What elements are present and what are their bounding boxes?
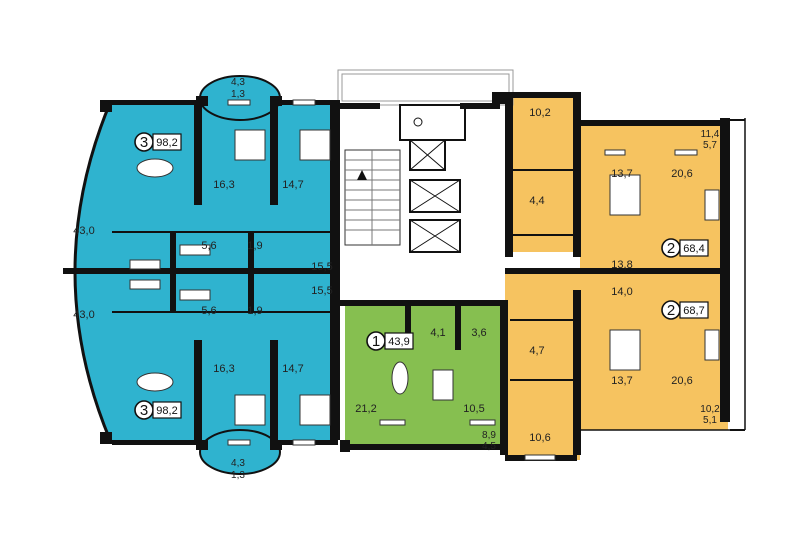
furniture [129, 129, 720, 426]
room-area-label: 4,4 [529, 195, 544, 207]
room-area-label: 14,7 [282, 179, 303, 191]
room-area-label: 10,5 [463, 403, 484, 415]
room-area-label: 13,7 [611, 375, 632, 387]
apartment-area: 98,2 [156, 405, 177, 417]
room-area-label: 21,2 [355, 403, 376, 415]
room-area-labels: 4,3 1,3 43,0 16,3 14,7 5,6 1,9 15,5 15,5… [73, 77, 720, 481]
room-area-label: 20,6 [671, 168, 692, 180]
room-area-label: 1,3 [231, 470, 245, 481]
room-area-label: 1,9 [247, 240, 262, 252]
apartment-number: 1 [372, 333, 380, 350]
apartment-badge-bottom-left: 3 98,2 [134, 400, 182, 420]
room-area-label: 5,6 [201, 305, 216, 317]
apartment-badge-orange-top: 2 68,4 [661, 238, 709, 258]
apartment-badge-top-left: 3 98,2 [134, 132, 182, 152]
apartment-area: 98,2 [156, 137, 177, 149]
walls [63, 92, 730, 461]
room-area-label: 4,5 [482, 441, 496, 452]
orange-apartments [505, 92, 728, 460]
apartment-area: 68,4 [683, 243, 704, 255]
room-area-label: 1,3 [231, 89, 245, 100]
room-area-label: 10,2 [700, 404, 720, 415]
room-area-label: 4,7 [529, 345, 544, 357]
room-area-label: 10,2 [529, 107, 550, 119]
room-area-label: 13,7 [611, 168, 632, 180]
orange-bottom-kitchen-zone [505, 390, 580, 460]
room-area-label: 13,8 [611, 259, 632, 271]
partitions [112, 118, 746, 431]
green-apartment-zone [345, 305, 505, 450]
room-area-label: 10,6 [529, 432, 550, 444]
windows [227, 99, 698, 461]
room-area-label: 11,4 [701, 129, 720, 140]
bottom-balcony [199, 429, 281, 475]
room-area-label: 5,6 [201, 240, 216, 252]
blue-apartments [70, 75, 338, 475]
room-area-label: 4,3 [231, 458, 245, 469]
room-area-label: 8,9 [482, 430, 496, 441]
room-area-label: 15,5 [311, 285, 332, 297]
orange-top-kitchen-zone [505, 92, 580, 252]
room-area-label: 4,1 [430, 327, 445, 339]
room-area-label: 20,6 [671, 375, 692, 387]
room-area-label: 4,3 [231, 77, 245, 88]
room-area-label: 14,7 [282, 363, 303, 375]
apartment-badge-orange-bottom: 2 68,7 [661, 300, 709, 320]
building-core [337, 69, 514, 253]
apartment-number: 2 [667, 302, 675, 319]
room-area-label: 1,9 [247, 305, 262, 317]
apartment-area: 68,7 [683, 305, 704, 317]
apartment-area: 43,9 [388, 336, 409, 348]
room-area-label: 3,6 [471, 327, 486, 339]
room-area-label: 43,0 [73, 225, 94, 237]
apartment-number: 3 [140, 402, 148, 419]
room-area-label: 43,0 [73, 309, 94, 321]
room-area-label: 16,3 [213, 363, 234, 375]
room-area-label: 15,5 [311, 261, 332, 273]
apartment-number: 2 [667, 240, 675, 257]
room-area-label: 5,1 [703, 415, 717, 426]
room-area-label: 16,3 [213, 179, 234, 191]
apartment-number: 3 [140, 134, 148, 151]
room-area-label: 5,7 [703, 140, 717, 151]
apartment-badge-green: 1 43,9 [366, 331, 414, 351]
room-area-label: 14,0 [611, 286, 632, 298]
